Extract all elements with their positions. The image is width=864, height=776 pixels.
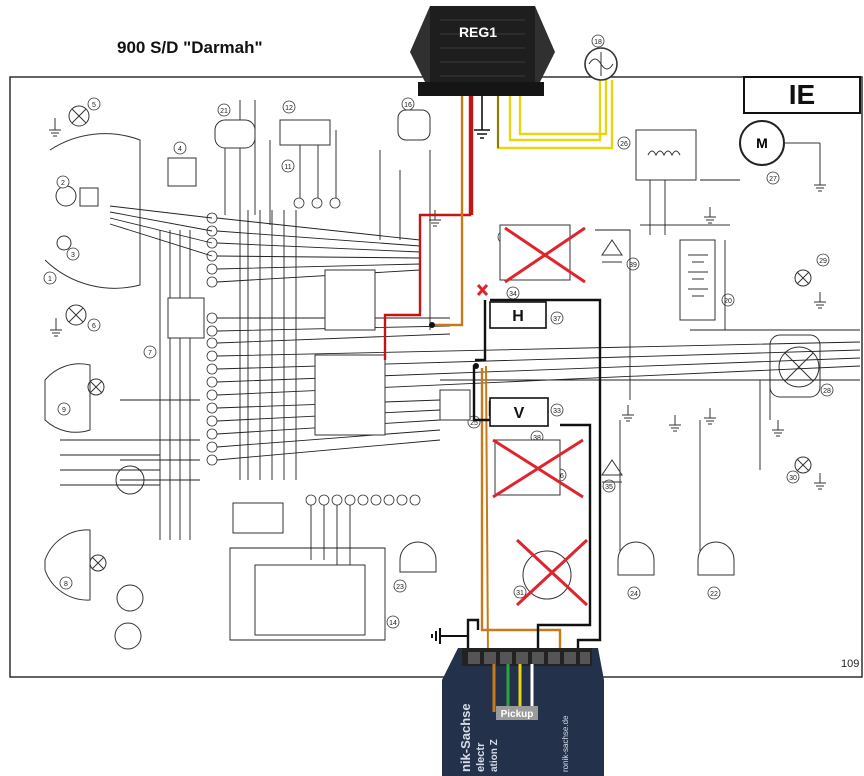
svg-text:30: 30 [789,475,797,482]
svg-text:21: 21 [220,108,228,115]
svg-text:1: 1 [48,276,52,283]
v-module: V [489,397,549,427]
yellow-wires [496,80,614,150]
svg-text:14: 14 [389,620,397,627]
brand-text-2: electr [475,742,487,772]
svg-text:12: 12 [285,105,293,112]
brand-website: ronik-sachse.de [561,715,570,772]
ignition-ground [431,628,468,644]
svg-text:27: 27 [769,176,777,183]
right-lamps [769,269,821,474]
motor-letter: M [756,135,768,151]
svg-text:26: 26 [620,141,628,148]
svg-text:24: 24 [630,591,638,598]
section-tag: IE [743,76,861,114]
ground-symbols [49,118,826,490]
svg-text:37: 37 [553,316,561,323]
switch-boxes [167,109,735,636]
orange-wire-2 [485,365,489,661]
junction-dot [429,322,435,328]
svg-text:20: 20 [724,298,732,305]
svg-text:35: 35 [605,484,613,491]
brand-text-1: nik-Sachse [458,703,473,772]
svg-text:31: 31 [516,590,524,597]
svg-text:9: 9 [62,407,66,414]
svg-text:5: 5 [92,102,96,109]
svg-text:22: 22 [710,591,718,598]
solenoid-and-battery [635,129,730,321]
svg-text:25: 25 [470,420,478,427]
svg-text:6: 6 [92,323,96,330]
reg-ground [474,96,490,139]
headlight-group [44,105,145,650]
junction-dot-2 [473,363,479,369]
regulator-label: REG1 [459,24,497,40]
generator-icon [584,47,618,81]
svg-text:7: 7 [148,350,152,357]
svg-text:2: 2 [61,180,65,187]
red-wire [383,96,472,360]
svg-text:16: 16 [404,102,412,109]
headlight-bulb-icon [55,185,77,207]
svg-text:8: 8 [64,581,68,588]
svg-text:4: 4 [178,146,182,153]
svg-text:33: 33 [553,408,561,415]
brand-text-3: ation Z [489,739,500,772]
removed-component-crosses [476,224,589,607]
svg-text:34: 34 [509,291,517,298]
svg-text:29: 29 [819,258,827,265]
h-module: H [489,301,547,329]
svg-text:11: 11 [284,164,291,171]
starter-motor: M [739,120,821,175]
diodes [601,239,623,483]
orange-wire [432,96,562,650]
page-number: 109 [841,658,860,670]
v-module-label: V [514,405,525,422]
svg-text:3: 3 [71,252,75,259]
diagram-title: 900 S/D "Darmah" [117,38,263,57]
ignition-module: Pickup nik-Sachse electr ation Z ronik-s… [442,648,604,776]
component-labels: 5 2 3 1 6 4 7 9 8 21 12 16 11 15 17 25 1… [43,34,834,629]
pickup-label: Pickup [501,709,534,720]
regulator-module: REG1 [410,6,555,96]
svg-text:18: 18 [594,39,602,46]
svg-text:28: 28 [823,388,831,395]
svg-text:39: 39 [629,262,637,269]
h-module-label: H [512,308,524,325]
svg-text:38: 38 [533,435,541,442]
svg-text:23: 23 [396,584,404,591]
